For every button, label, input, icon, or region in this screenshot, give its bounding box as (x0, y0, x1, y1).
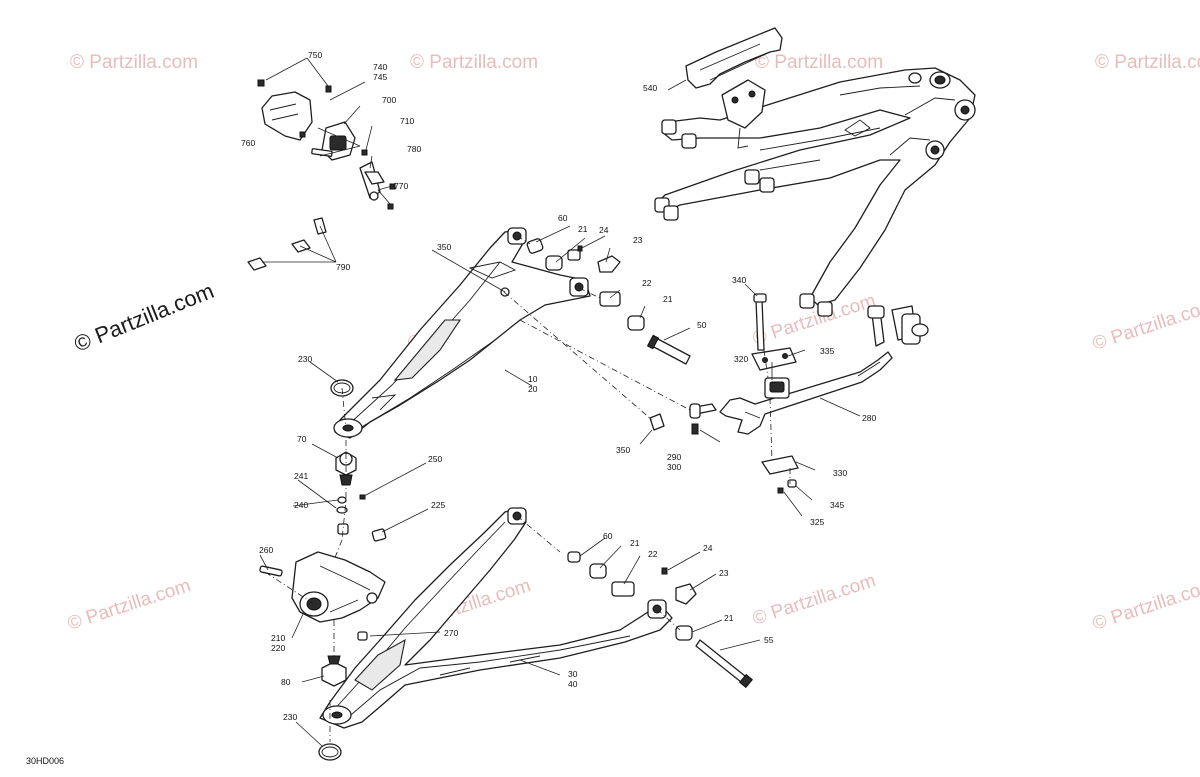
callout-20: 20 (528, 384, 538, 394)
callout-21: 21 (663, 294, 673, 304)
callout-21: 21 (578, 224, 588, 234)
callout-225: 225 (431, 500, 445, 510)
callout-330: 330 (833, 468, 847, 478)
callout-745: 745 (373, 72, 387, 82)
callout-22: 22 (642, 278, 652, 288)
callout-270: 270 (444, 628, 458, 638)
callout-350: 350 (437, 242, 451, 252)
callout-220: 220 (271, 643, 285, 653)
callout-24: 24 (703, 543, 713, 553)
callout-300: 300 (667, 462, 681, 472)
callout-80: 80 (281, 677, 291, 687)
callout-30: 30 (568, 669, 578, 679)
callout-230: 230 (283, 712, 297, 722)
sway-bar-assembly (649, 293, 929, 494)
watermark: © Partzilla.com (1090, 295, 1200, 355)
callout-780: 780 (407, 144, 421, 154)
callout-260: 260 (259, 545, 273, 555)
callout-23: 23 (719, 568, 729, 578)
callout-760: 760 (241, 138, 255, 148)
top-left-bracket-assembly (247, 79, 396, 271)
callout-250: 250 (428, 454, 442, 464)
callout-750: 750 (308, 50, 322, 60)
callout-241: 241 (294, 471, 308, 481)
watermark: © Partzilla.com (1090, 575, 1200, 635)
callout-710: 710 (400, 116, 414, 126)
lower-a-arm (319, 507, 673, 729)
watermark: © Partzilla.com (70, 52, 198, 73)
watermark: © Partzilla.com (410, 52, 538, 73)
callout-10: 10 (528, 374, 538, 384)
watermark: © Partzilla.com (65, 575, 193, 635)
callout-210: 210 (271, 633, 285, 643)
callout-290: 290 (667, 452, 681, 462)
callout-740: 740 (373, 62, 387, 72)
callout-70: 70 (297, 434, 307, 444)
callout-325: 325 (810, 517, 824, 527)
callout-60: 60 (558, 213, 568, 223)
callout-21: 21 (630, 538, 640, 548)
callout-240: 240 (294, 500, 308, 510)
callout-50: 50 (697, 320, 707, 330)
leader-lines (259, 57, 861, 747)
callout-22: 22 (648, 549, 658, 559)
callout-345: 345 (830, 500, 844, 510)
drawing-code: 30HD006 (26, 756, 64, 766)
callout-230: 230 (298, 354, 312, 364)
construction-lines (267, 235, 791, 742)
trailing-arm-frame (654, 27, 976, 317)
callout-700: 700 (382, 95, 396, 105)
callout-770: 770 (394, 181, 408, 191)
watermark: © Partzilla.com (750, 570, 878, 630)
callout-21: 21 (724, 613, 734, 623)
callout-60: 60 (603, 531, 613, 541)
callout-23: 23 (633, 235, 643, 245)
callout-40: 40 (568, 679, 578, 689)
callout-335: 335 (820, 346, 834, 356)
lower-arm-hardware (318, 551, 753, 761)
upper-arm-hardware (330, 238, 691, 542)
callout-labels: 750 740 745 700 710 760 780 770 790 540 … (241, 50, 876, 722)
watermark: © Partzilla.com (755, 52, 883, 73)
callout-24: 24 (599, 225, 609, 235)
callout-320: 320 (734, 354, 748, 364)
knuckle (259, 551, 386, 623)
callout-55: 55 (764, 635, 774, 645)
callout-350: 350 (616, 445, 630, 455)
callout-340: 340 (732, 275, 746, 285)
callout-790: 790 (336, 262, 350, 272)
watermark: © Partzilla.com (1095, 52, 1200, 73)
callout-540: 540 (643, 83, 657, 93)
watermark-main: © Partzilla.com (71, 278, 218, 357)
callout-280: 280 (862, 413, 876, 423)
